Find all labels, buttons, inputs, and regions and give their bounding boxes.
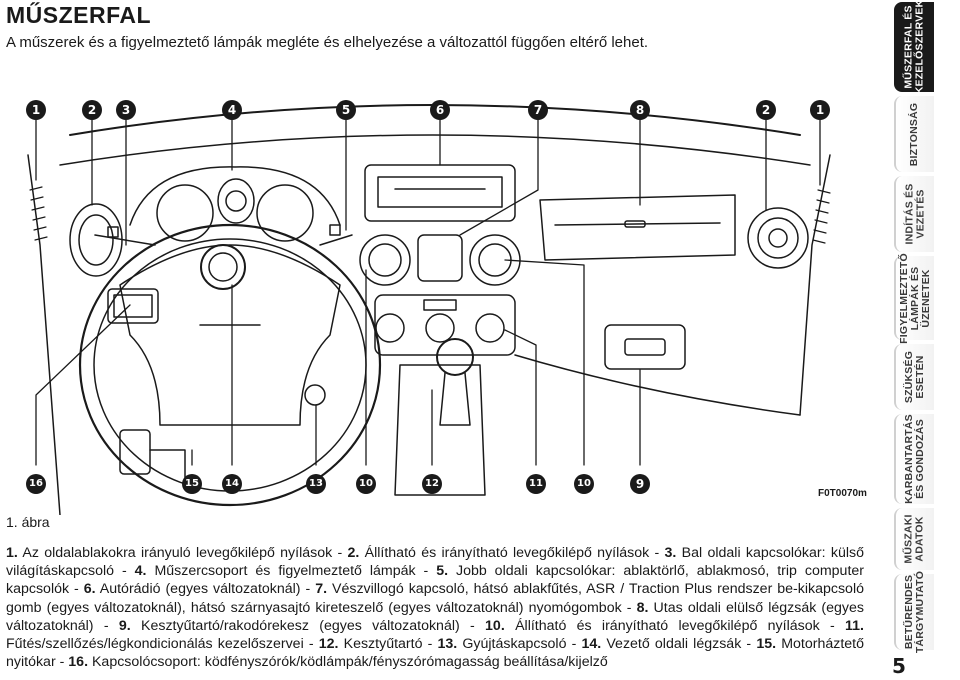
chapter-sidebar: MŰSZERFAL ÉS KEZELŐSZERVEK BIZTONSÁG IND… [870, 0, 960, 680]
page-title: MŰSZERFAL [6, 2, 152, 28]
legend-text: Vezető oldali légzsák - [601, 636, 757, 653]
tab-label: SZÜKSÉG ESETÉN [903, 350, 927, 404]
callout-top-8: 8 [630, 100, 650, 120]
legend-text: Autórádió (egyes változatoknál) - [95, 581, 316, 598]
legend-num: 13. [437, 636, 458, 653]
legend-text: Műszercsoport és figyelmeztető lámpák - [146, 563, 437, 580]
callout-bottom-10: 10 [356, 474, 376, 494]
tab-label: BIZTONSÁG [908, 102, 921, 166]
legend-text: Kesztyűtartó - [338, 636, 438, 653]
legend-num: 12. [318, 636, 339, 653]
legend-text: Állítható és irányítható levegőkilépő ny… [359, 545, 665, 561]
legend-num: 8. [636, 599, 649, 616]
callout-top-2: 2 [82, 100, 102, 120]
callout-top-7: 7 [528, 100, 548, 120]
legend-text: Kesztyűtartó/rakodórekesz (egyes változa… [130, 617, 486, 634]
page-subtitle: A műszerek és a figyelmeztető lámpák meg… [6, 34, 649, 51]
callout-bottom-14: 14 [222, 474, 242, 494]
page-number: 5 [892, 654, 906, 678]
callout-bottom-16: 16 [26, 474, 46, 494]
callout-bottom-11: 11 [526, 474, 546, 494]
legend-text: Gyújtáskapcsoló - [457, 636, 582, 653]
callout-bottom-13: 13 [306, 474, 326, 494]
legend-num: 4. [134, 563, 147, 580]
legend-num: 2. [347, 545, 360, 561]
figure-code: F0T0070m [818, 488, 867, 499]
callout-top-6: 6 [430, 100, 450, 120]
callout-bottom-15: 15 [182, 474, 202, 494]
legend-text: Utas oldali elülső légzsák (egyes változ… [6, 599, 864, 634]
tab-label: MŰSZAKI ADATOK [903, 514, 927, 564]
legend-num: 7. [315, 581, 328, 598]
tab-szukseg[interactable]: SZÜKSÉG ESETÉN [894, 344, 934, 410]
legend-text: Állítható és irányítható levegőkilépő ny… [504, 617, 846, 634]
tab-karbantartas[interactable]: KARBANTARTÁS ÉS GONDOZÁS [894, 414, 934, 504]
tab-label: FIGYELMEZTETŐ LÁMPÁK ÉS ÜZENETEK [897, 252, 932, 344]
legend-text: Motorháztető nyitókar - [6, 636, 864, 671]
dashboard-illustration: 1 2 3 4 5 6 7 8 2 1 16 15 14 13 10 12 11… [0, 95, 870, 515]
figure-legend: 1. Az oldalablakokra irányuló levegőkilé… [6, 544, 864, 671]
tab-label: BETŰRENDES TÁRGYMUTATÓ [903, 570, 926, 654]
tab-label: MŰSZERFAL ÉS KEZELŐSZERVEK [902, 0, 925, 95]
tab-label: INDÍTÁS ÉS VEZETÉS [903, 183, 926, 245]
callout-top-5: 5 [336, 100, 356, 120]
tab-inditas[interactable]: INDÍTÁS ÉS VEZETÉS [894, 176, 934, 252]
callout-top-4: 4 [222, 100, 242, 120]
legend-text: Vészvillogó kapcsoló, hátsó ablakfűtés, … [6, 581, 864, 616]
legend-num: 15. [756, 636, 777, 653]
callout-bottom-9: 9 [630, 474, 650, 494]
dashboard-line-drawing [27, 104, 831, 515]
tab-biztonsag[interactable]: BIZTONSÁG [894, 96, 934, 172]
figure-caption: 1. ábra [6, 514, 50, 530]
legend-num: 9. [118, 617, 131, 634]
legend-num: 6. [83, 581, 96, 598]
tab-betrendes[interactable]: BETŰRENDES TÁRGYMUTATÓ [894, 570, 934, 654]
legend-text: Bal oldali kapcsolókar: külső világításk… [6, 545, 864, 580]
legend-text: Az oldalablakokra irányuló levegőkilépő … [17, 545, 348, 561]
legend-num: 14. [581, 636, 602, 653]
legend-text: Kapcsolócsoport: ködfényszórók/ködlámpák… [88, 654, 608, 671]
tab-muszerfal[interactable]: MŰSZERFAL ÉS KEZELŐSZERVEK [894, 0, 934, 95]
legend-num: 3. [664, 545, 677, 561]
tab-figyelmezteto[interactable]: FIGYELMEZTETŐ LÁMPÁK ÉS ÜZENETEK [894, 253, 934, 343]
callout-top-1: 1 [26, 100, 46, 120]
legend-num: 11. [845, 617, 864, 634]
legend-num: 5. [436, 563, 449, 580]
legend-text: Jobb oldali kapcsolókar: ablaktörlő, abl… [6, 563, 865, 598]
callout-top-1b: 1 [810, 100, 830, 120]
callout-top-3: 3 [116, 100, 136, 120]
tab-muszaki[interactable]: MŰSZAKI ADATOK [894, 508, 934, 570]
callout-bottom-12: 12 [422, 474, 442, 494]
callout-bottom-10b: 10 [574, 474, 594, 494]
legend-text: Fűtés/szellőzés/légkondicionálás kezelős… [6, 636, 319, 653]
legend-num: 1. [6, 545, 18, 561]
tab-label: KARBANTARTÁS ÉS GONDOZÁS [903, 414, 927, 504]
legend-num: 10. [485, 617, 505, 634]
legend-num: 16. [68, 654, 89, 671]
callout-top-2b: 2 [756, 100, 776, 120]
